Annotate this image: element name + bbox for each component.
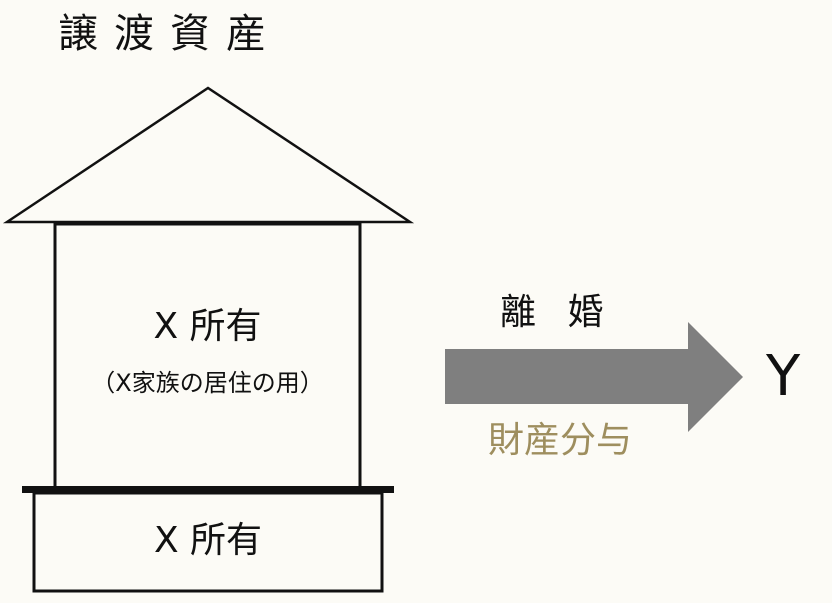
- floor-separator: [22, 486, 394, 493]
- transfer-arrow: [445, 322, 743, 432]
- arrow-label-divorce: 離 婚: [500, 292, 614, 333]
- house-roof: [2, 86, 415, 224]
- recipient-label: Y: [766, 344, 801, 409]
- lower-floor-owner: X 所有: [153, 520, 263, 561]
- upper-floor-owner: X 所有: [153, 306, 262, 347]
- lower-floor-box: [32, 491, 384, 593]
- diagram-title: 譲渡資産: [58, 11, 282, 57]
- arrow-label-property-division: 財産分与: [488, 420, 633, 461]
- upper-floor-use: （X家族の居住の用）: [91, 369, 324, 397]
- upper-floor-box: [53, 222, 362, 491]
